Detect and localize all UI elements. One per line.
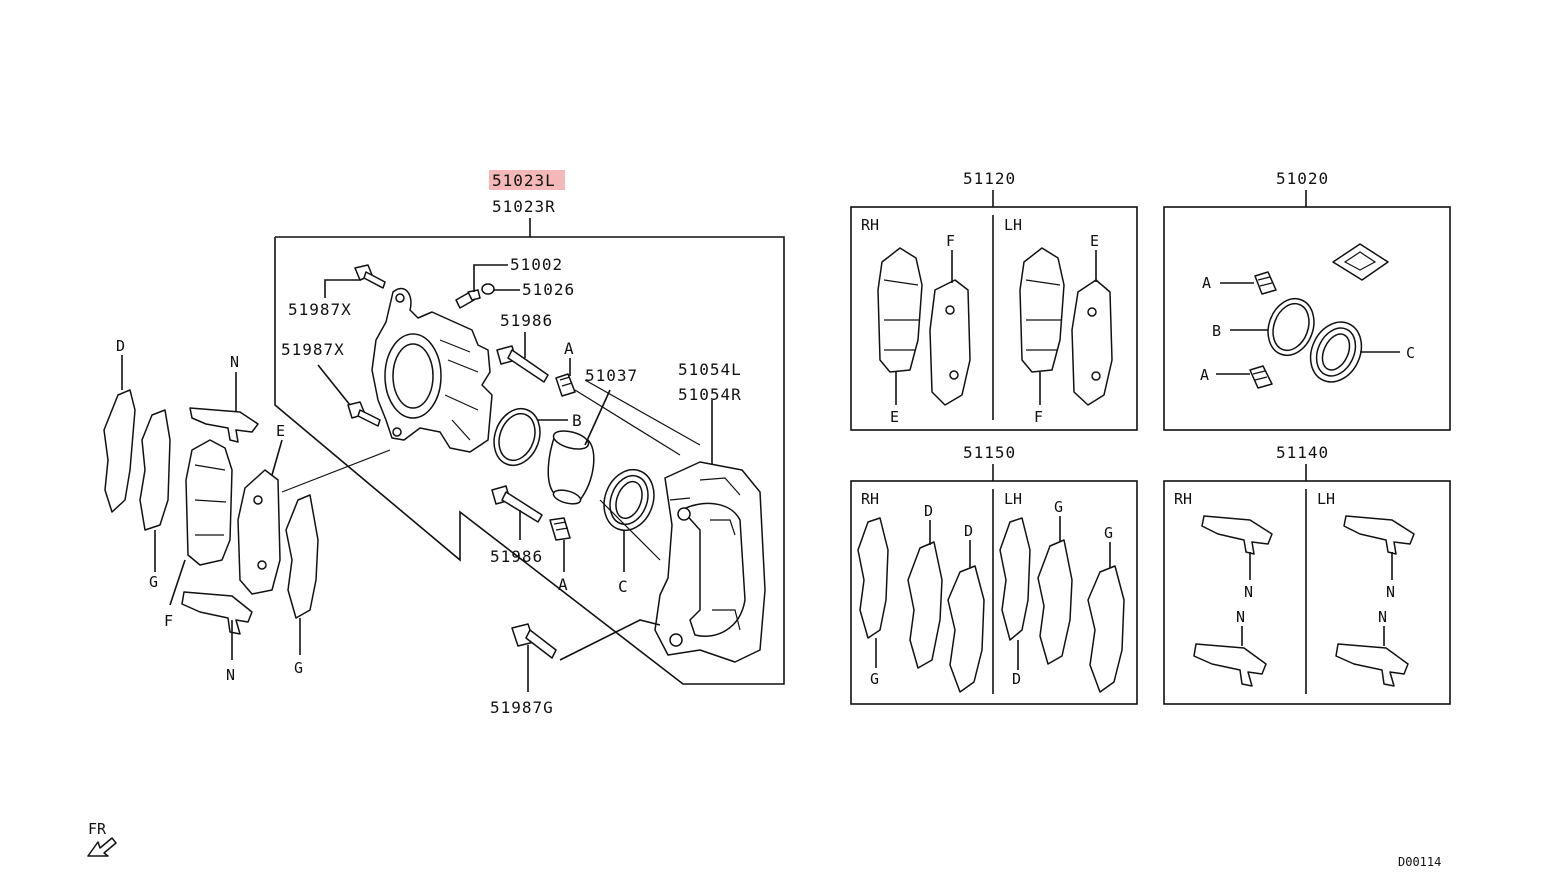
letter-g-left[interactable]: G xyxy=(149,573,158,591)
letter-e[interactable]: E xyxy=(276,422,285,440)
bolt-51987x-upper xyxy=(354,264,386,289)
boot-a-upper xyxy=(555,373,576,397)
callout-51054L[interactable]: 51054L xyxy=(678,360,742,379)
callout-51986-lower[interactable]: 51986 xyxy=(490,547,543,566)
main-assembly-frame xyxy=(274,236,785,685)
highlight-51023L xyxy=(489,170,565,190)
boot-a-lower xyxy=(549,517,571,541)
callout-a-upper[interactable]: A xyxy=(564,339,575,358)
kit2-letter-c[interactable]: C xyxy=(1406,344,1415,362)
support-bolt-51987g xyxy=(511,623,557,659)
kit3-letter-d-lh[interactable]: D xyxy=(1012,670,1021,688)
kit2-dust-boot-c xyxy=(1309,321,1363,383)
side-lh-51140[interactable]: LH xyxy=(1317,490,1335,508)
kit4-letter-n-lh-top[interactable]: N xyxy=(1386,583,1395,601)
guide-pin-lower xyxy=(491,485,543,523)
callout-51987G[interactable]: 51987G xyxy=(490,698,554,717)
callout-51987x-upper[interactable]: 51987X xyxy=(288,300,352,319)
kit-part-51150[interactable]: 51150 xyxy=(963,443,1016,462)
front-arrow-icon xyxy=(87,837,117,857)
side-lh-51120[interactable]: LH xyxy=(1004,216,1022,234)
side-rh-51140[interactable]: RH xyxy=(1174,490,1192,508)
piston-51037 xyxy=(547,430,595,505)
bleeder-screw xyxy=(455,289,481,309)
dust-boot-c xyxy=(603,468,655,532)
callout-51002[interactable]: 51002 xyxy=(510,255,563,274)
kit-part-51120[interactable]: 51120 xyxy=(963,169,1016,188)
kit2-boot-a-bottom xyxy=(1249,365,1273,389)
kit1-letter-f-top[interactable]: F xyxy=(946,232,955,250)
kit3-letter-g-lh-mid[interactable]: G xyxy=(1054,498,1063,516)
part-number-51023R[interactable]: 51023R xyxy=(492,197,556,216)
kit2-letter-b[interactable]: B xyxy=(1212,322,1221,340)
letter-n-lower[interactable]: N xyxy=(226,666,235,684)
kit-51140: 51140 RH LH N N N N xyxy=(1163,443,1451,705)
part-number-51023L[interactable]: 51023L xyxy=(492,171,556,190)
kit2-boot-a-top xyxy=(1254,271,1277,295)
kit1-letter-f-bottom[interactable]: F xyxy=(1034,408,1043,426)
kit-51120: 51120 RH LH F E E F xyxy=(850,169,1138,431)
callout-51986-upper[interactable]: 51986 xyxy=(500,311,553,330)
caliper-support xyxy=(654,461,766,663)
guide-pin-upper xyxy=(496,345,549,383)
kit-part-51140[interactable]: 51140 xyxy=(1276,443,1329,462)
callout-b[interactable]: B xyxy=(572,411,583,430)
kit-51150: 51150 RH LH G D D D G G xyxy=(850,443,1138,705)
callout-c[interactable]: C xyxy=(618,577,629,596)
kit3-letter-g-rh-bottom[interactable]: G xyxy=(870,670,879,688)
kit1-letter-e-top[interactable]: E xyxy=(1090,232,1099,250)
kit1-letter-e-bottom[interactable]: E xyxy=(890,408,899,426)
diagram-code: D00114 xyxy=(1398,855,1441,869)
side-lh-51150[interactable]: LH xyxy=(1004,490,1022,508)
kit2-letter-a-top[interactable]: A xyxy=(1202,274,1211,292)
kit-part-51020[interactable]: 51020 xyxy=(1276,169,1329,188)
bolt-51987x-lower xyxy=(347,401,381,427)
letter-g-right[interactable]: G xyxy=(294,659,303,677)
callout-51026[interactable]: 51026 xyxy=(522,280,575,299)
letter-d[interactable]: D xyxy=(116,337,125,355)
callout-a-lower[interactable]: A xyxy=(558,575,569,594)
pad-exploded-group: D G N F E N G xyxy=(103,337,319,684)
kit4-letter-n-rh-top[interactable]: N xyxy=(1244,583,1253,601)
kit4-letter-n-lh-bottom[interactable]: N xyxy=(1378,608,1387,626)
kit3-letter-d-rh[interactable]: D xyxy=(964,522,973,540)
callout-51054R[interactable]: 51054R xyxy=(678,385,742,404)
front-marker-label: FR xyxy=(88,820,107,838)
kit3-letter-g-rh-top[interactable]: D xyxy=(924,502,933,520)
caliper-body xyxy=(371,287,493,453)
callout-51987x-lower[interactable]: 51987X xyxy=(281,340,345,359)
kit3-letter-g-lh-right[interactable]: G xyxy=(1104,524,1113,542)
letter-f[interactable]: F xyxy=(164,612,173,630)
kit2-letter-a-bottom[interactable]: A xyxy=(1200,366,1209,384)
side-rh-51120[interactable]: RH xyxy=(861,216,879,234)
side-rh-51150[interactable]: RH xyxy=(861,490,879,508)
letter-n-upper[interactable]: N xyxy=(230,353,239,371)
callout-51037[interactable]: 51037 xyxy=(585,366,638,385)
kit4-letter-n-rh-bottom[interactable]: N xyxy=(1236,608,1245,626)
kit-51020: 51020 A B A C xyxy=(1163,169,1451,431)
bleeder-cap xyxy=(481,283,495,295)
